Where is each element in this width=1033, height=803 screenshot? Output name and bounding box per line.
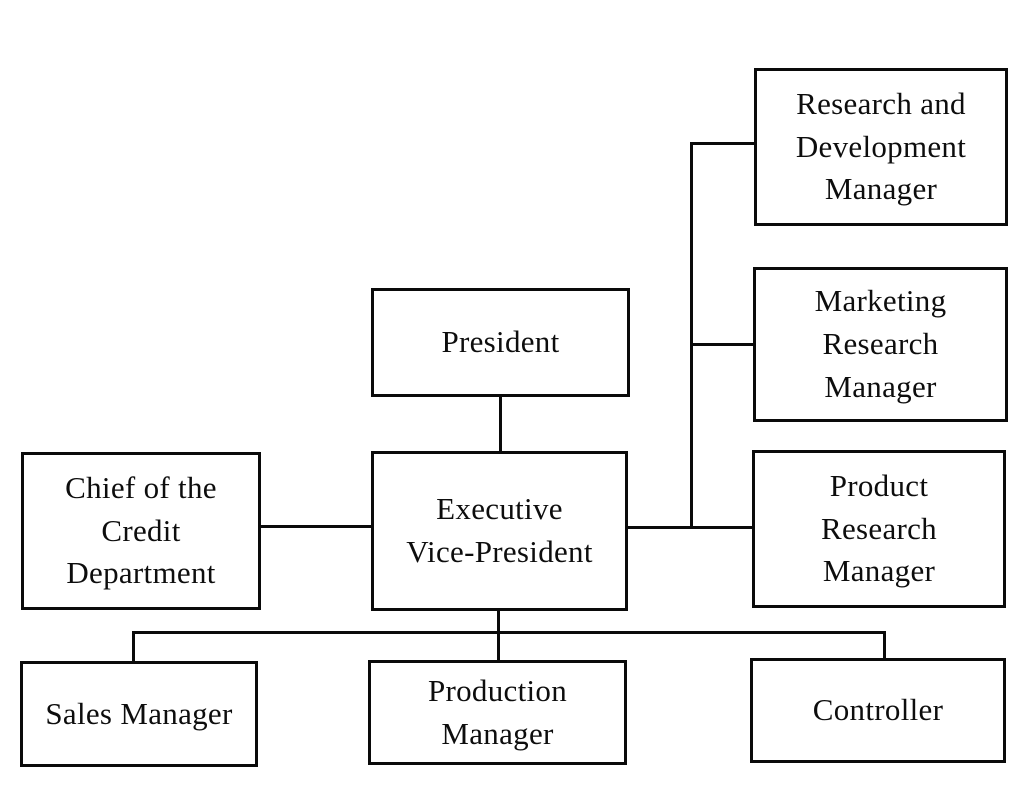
connector-trunk-marketing xyxy=(690,343,755,346)
connector-chief-evp xyxy=(260,525,373,528)
connector-drop-controller xyxy=(883,631,886,660)
connector-right-trunk xyxy=(690,142,693,529)
connector-bottom-distribution xyxy=(132,631,886,634)
connector-trunk-rnd xyxy=(690,142,756,145)
node-marketing-research-manager: Marketing Research Manager xyxy=(753,267,1008,422)
node-product-research-manager: Product Research Manager xyxy=(752,450,1006,608)
connector-president-evp xyxy=(499,397,502,453)
node-executive-vice-president: Executive Vice-President xyxy=(371,451,628,611)
node-sales-manager: Sales Manager xyxy=(20,661,258,767)
connector-drop-sales xyxy=(132,631,135,663)
connector-evp-bottom-stem xyxy=(497,610,500,662)
node-controller: Controller xyxy=(750,658,1006,763)
node-research-and-development-manager: Research and Development Manager xyxy=(754,68,1008,226)
node-chief-of-the-credit-department: Chief of the Credit Department xyxy=(21,452,261,610)
node-president: President xyxy=(371,288,630,397)
node-production-manager: Production Manager xyxy=(368,660,627,765)
